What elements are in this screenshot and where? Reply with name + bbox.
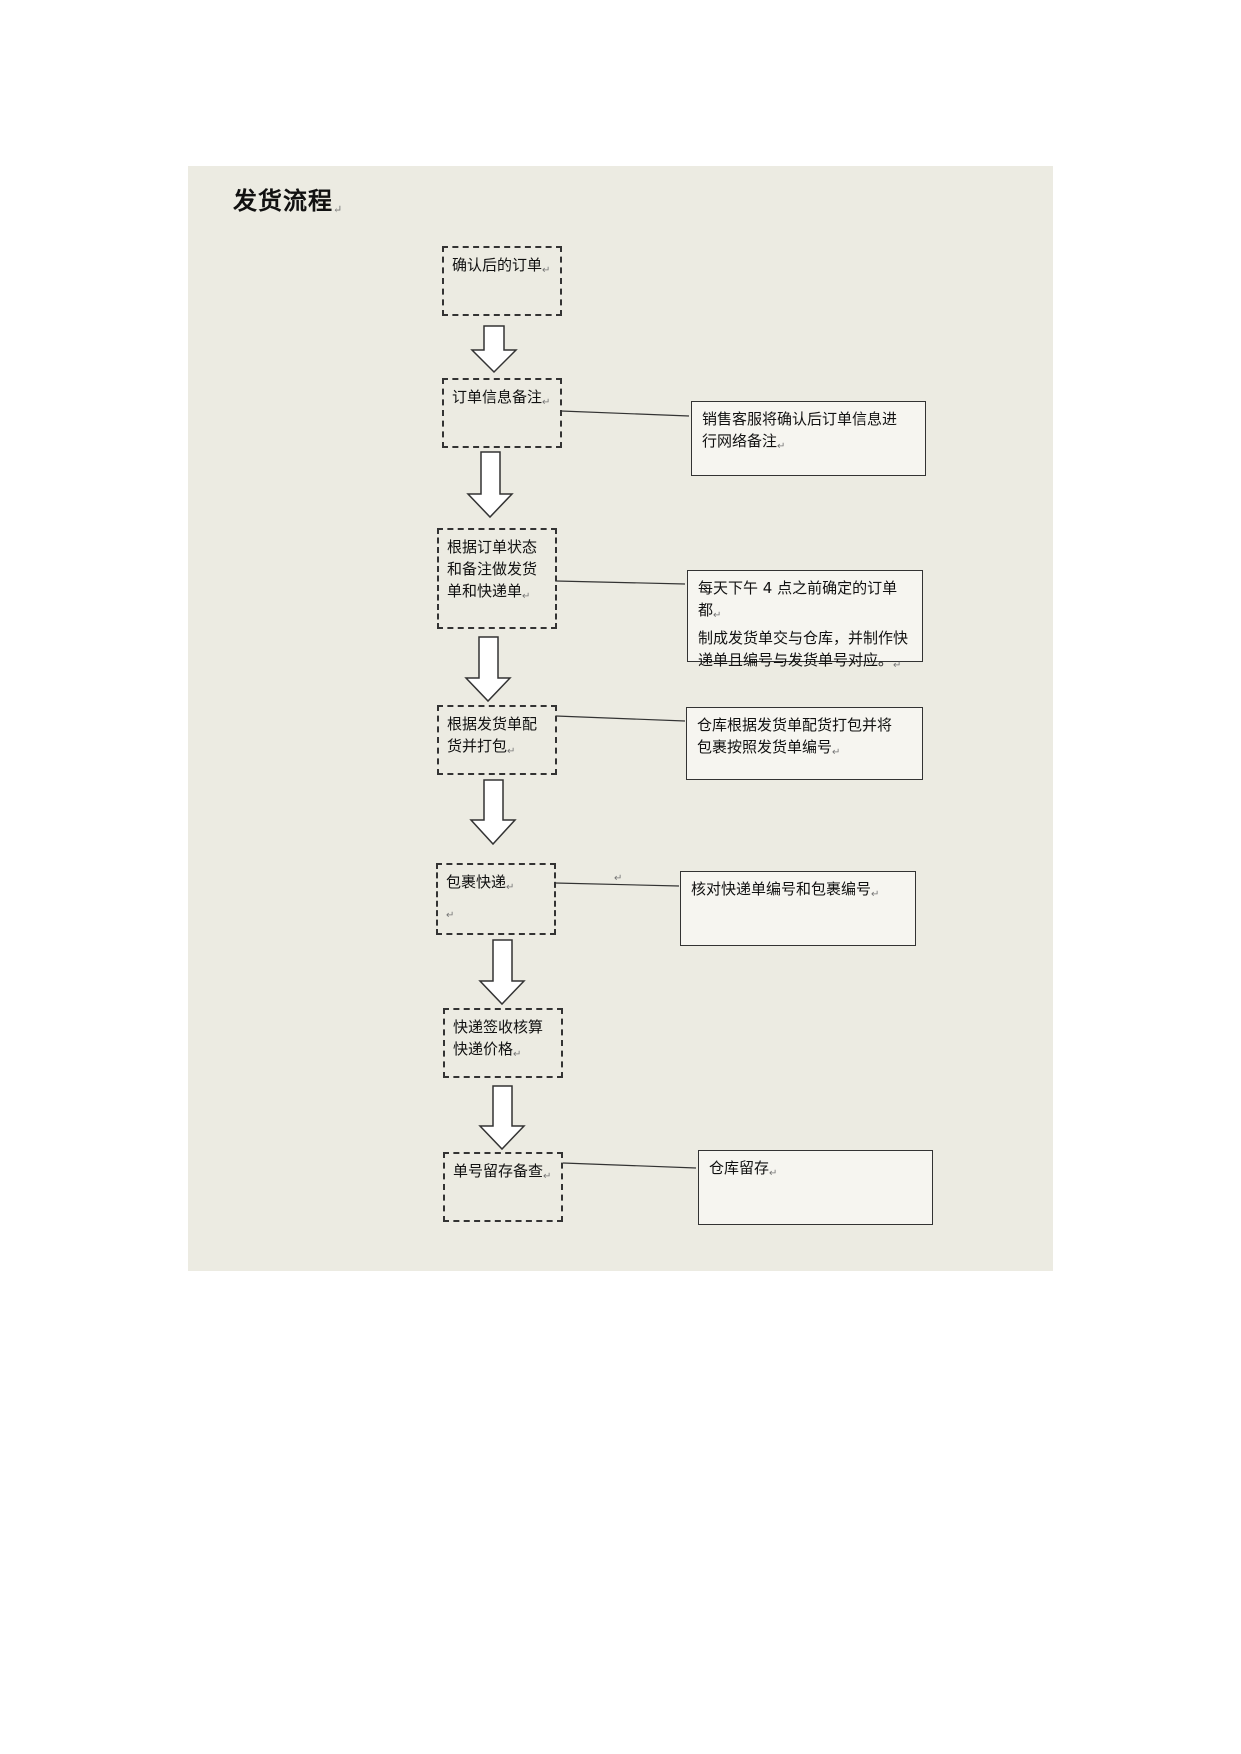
stray-return-mark: ↵ [614, 873, 622, 884]
step-3-line-1: 根据订单状态 [447, 538, 538, 556]
note-2-line-3: 递单且编号与发货单号对应。↵ [698, 651, 902, 671]
note-3-line-2: 包裹按照发货单编号↵ [697, 738, 841, 758]
note-box-4: 核对快递单编号和包裹编号↵ [680, 871, 916, 946]
connector-line-5 [562, 1162, 697, 1169]
step-1-line-1: 确认后的订单↵ [452, 256, 551, 276]
step-5-line-1: 包裹快递↵ [446, 873, 515, 893]
step-box-2: 订单信息备注↵ [442, 378, 562, 448]
flow-arrow-3 [464, 636, 512, 703]
note-1-line-2: 行网络备注↵ [702, 432, 786, 452]
return-mark: ↵ [333, 203, 344, 216]
note-2-line-1: 每天下午 4 点之前确定的订单都↵ [698, 579, 898, 621]
note-4-line-1: 核对快递单编号和包裹编号↵ [691, 880, 880, 900]
step-box-5: 包裹快递↵ ↵ [436, 863, 556, 935]
flow-arrow-6 [478, 1085, 526, 1151]
note-2-line-2: 制成发货单交与仓库，并制作快 [698, 629, 909, 647]
note-5-line-1: 仓库留存↵ [709, 1159, 778, 1179]
step-4-line-2: 货并打包↵ [447, 737, 516, 757]
connector-line-4 [554, 882, 680, 887]
diagram-title: 发货流程↵ [233, 181, 343, 216]
connector-line-2 [555, 580, 686, 585]
flow-arrow-2 [466, 451, 514, 519]
step-7-line-1: 单号留存备查↵ [453, 1162, 552, 1182]
title-text: 发货流程 [233, 186, 333, 215]
step-5-line-2: ↵ [446, 910, 455, 921]
step-box-3: 根据订单状态 和备注做发货 单和快递单↵ [437, 528, 557, 629]
flow-arrow-1 [470, 325, 518, 374]
note-box-1: 销售客服将确认后订单信息进 行网络备注↵ [691, 401, 926, 476]
step-box-6: 快递签收核算 快递价格↵ [443, 1008, 563, 1078]
note-box-3: 仓库根据发货单配货打包并将 包裹按照发货单编号↵ [686, 707, 923, 780]
note-1-line-1: 销售客服将确认后订单信息进 [702, 410, 898, 428]
note-3-line-1: 仓库根据发货单配货打包并将 [697, 716, 893, 734]
step-4-line-1: 根据发货单配 [447, 715, 538, 733]
connector-line-1 [560, 410, 690, 417]
step-6-line-2: 快递价格↵ [453, 1040, 522, 1060]
step-box-7: 单号留存备查↵ [443, 1152, 563, 1222]
note-box-5: 仓库留存↵ [698, 1150, 933, 1225]
step-box-1: 确认后的订单↵ [442, 246, 562, 316]
step-3-line-3: 单和快递单↵ [447, 582, 531, 602]
flow-arrow-4 [469, 779, 517, 846]
step-6-line-1: 快递签收核算 [453, 1018, 544, 1036]
note-box-2: 每天下午 4 点之前确定的订单都↵ 制成发货单交与仓库，并制作快 递单且编号与发… [687, 570, 923, 671]
connector-line-3 [555, 715, 686, 722]
flow-arrow-5 [478, 939, 526, 1006]
step-2-line-1: 订单信息备注↵ [452, 388, 551, 408]
step-3-line-2: 和备注做发货 [447, 560, 538, 578]
step-box-4: 根据发货单配 货并打包↵ [437, 705, 557, 775]
